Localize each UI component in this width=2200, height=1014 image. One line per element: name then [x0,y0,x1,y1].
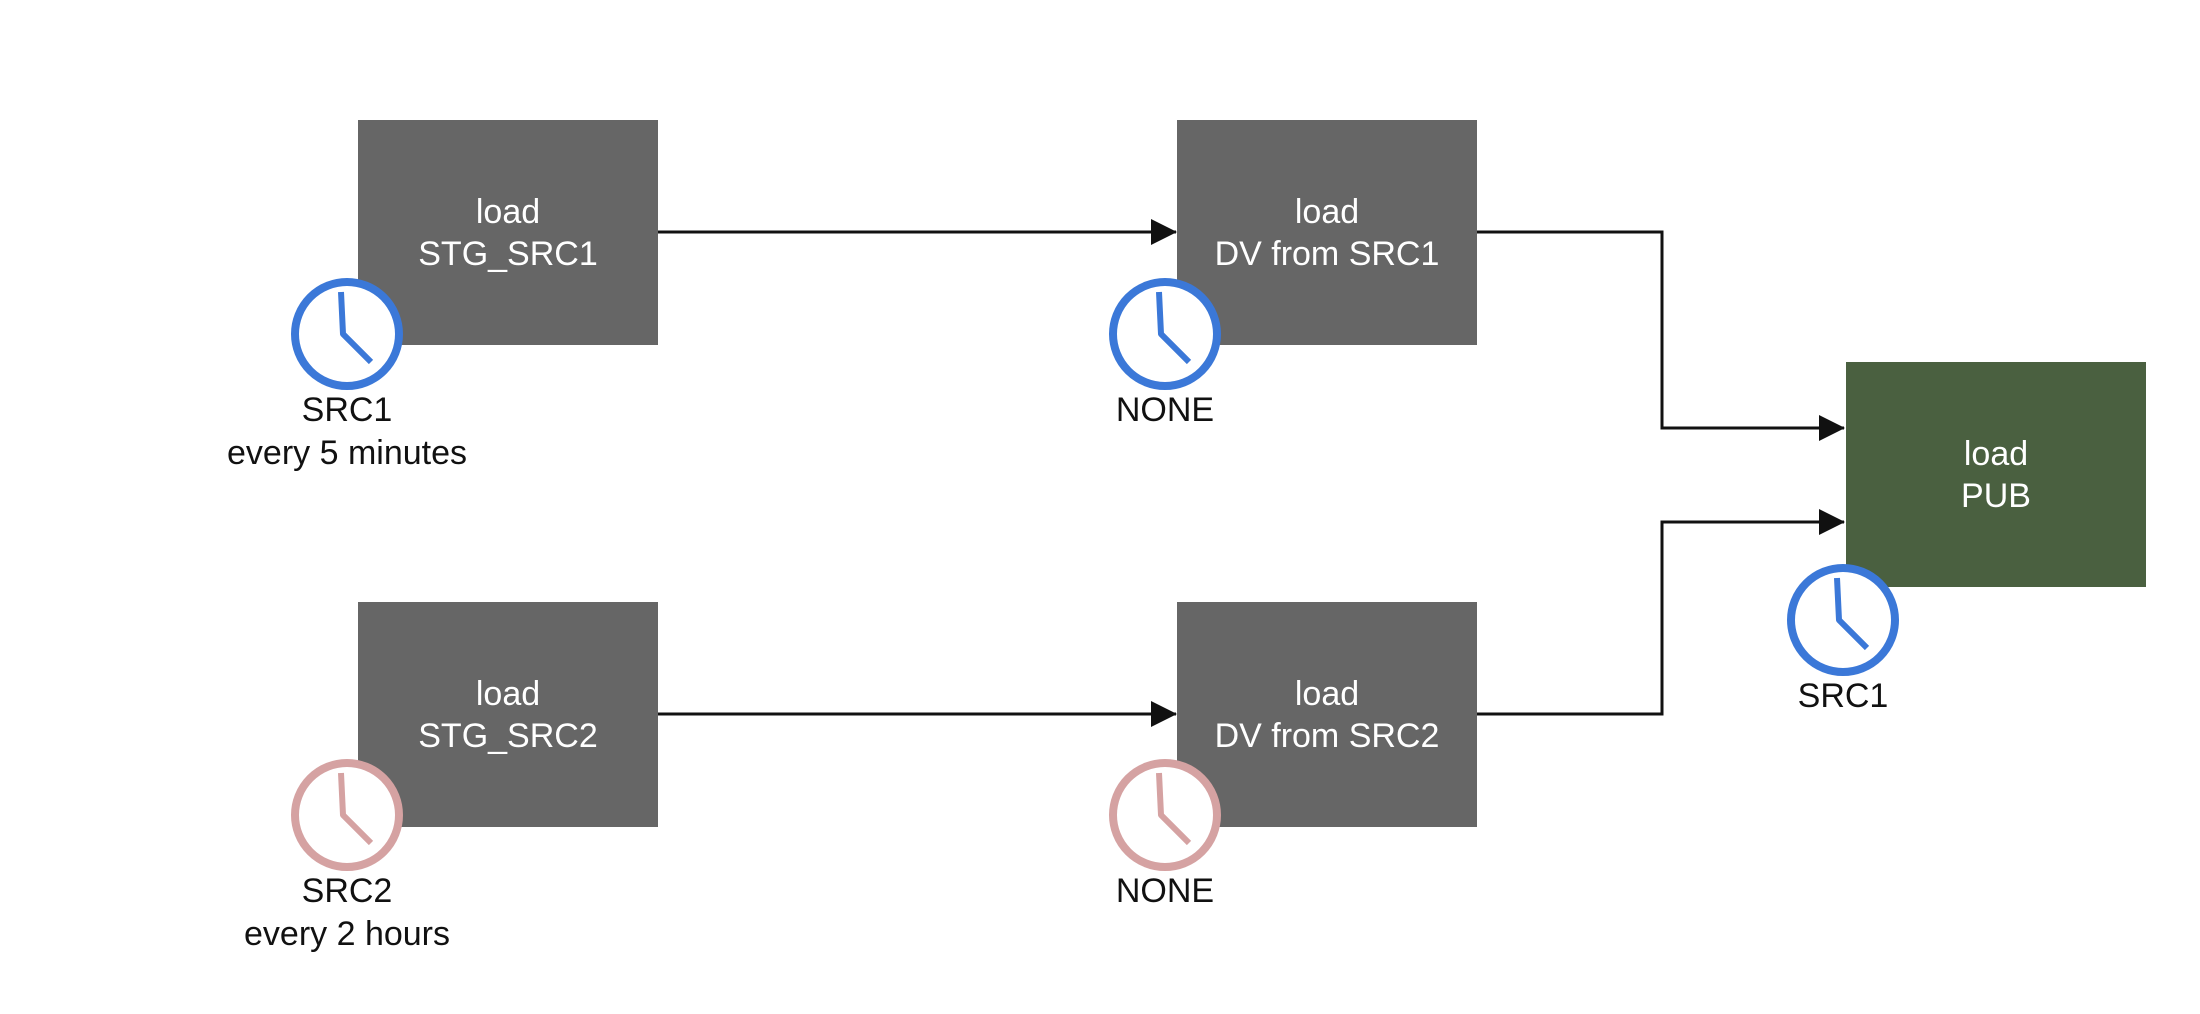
edge-dv-src1-to-pub [1477,230,1845,441]
clock-icon[interactable] [1107,276,1223,392]
schedule-caption: SRC1 every 5 minutes [197,389,497,475]
node-load-stg-src2[interactable]: load STG_SRC2 [358,602,658,827]
node-label-line2: STG_SRC1 [418,234,598,273]
clock-icon[interactable] [289,757,405,873]
clock-icon[interactable] [1785,562,1901,678]
node-label-line1: load [1294,674,1360,713]
schedule-source: NONE [1115,391,1215,429]
node-load-dv-src2[interactable]: load DV from SRC2 [1177,602,1477,827]
node-label-line2: DV from SRC1 [1214,234,1440,273]
schedule-caption: SRC1 [1693,675,1993,718]
node-label-line1: load [475,192,541,231]
node-load-pub[interactable]: load PUB [1846,362,2146,587]
node-label-line2: STG_SRC2 [418,716,598,755]
schedule-source: SRC1 [301,391,393,429]
node-load-dv-src1[interactable]: load DV from SRC1 [1177,120,1477,345]
schedule-source: SRC2 [301,872,393,910]
schedule-caption: SRC2 every 2 hours [197,870,497,956]
clock-icon[interactable] [289,276,405,392]
node-label-line1: load [1294,192,1360,231]
node-label-line1: load [1963,434,2029,473]
node-label-line2: DV from SRC2 [1214,716,1440,755]
schedule-interval: every 5 minutes [227,434,467,472]
schedule-caption: NONE [1015,870,1315,913]
node-load-stg-src1[interactable]: load STG_SRC1 [358,120,658,345]
schedule-interval: every 2 hours [244,915,450,953]
schedule-caption: NONE [1015,389,1315,432]
edge-dv-src2-to-pub [1477,509,1845,716]
schedule-source: SRC1 [1797,677,1889,715]
schedule-source: NONE [1115,872,1215,910]
clock-icon[interactable] [1107,757,1223,873]
node-label-line1: load [475,674,541,713]
node-label-line2: PUB [1961,476,2031,515]
